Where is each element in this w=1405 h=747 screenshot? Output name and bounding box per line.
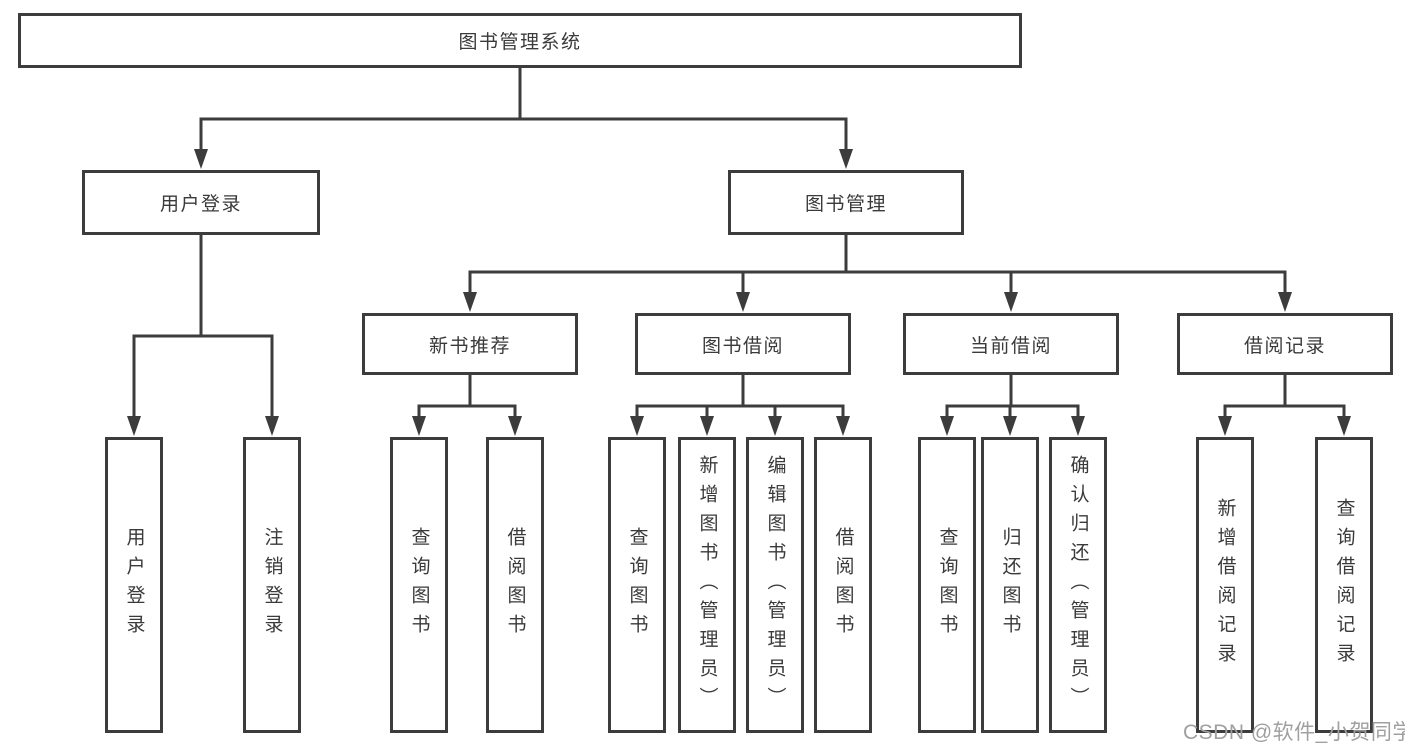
leaf-confirm-return-admin: 确认归还（管理员） xyxy=(1049,437,1107,733)
node-book-management: 图书管理 xyxy=(728,170,964,235)
leaf-query-books-borrowing-label: 查询图书 xyxy=(626,527,648,643)
leaf-query-borrow-record-label: 查询借阅记录 xyxy=(1333,498,1355,672)
leaf-borrow-books-borrowing-label: 借阅图书 xyxy=(832,527,854,643)
leaf-user-login: 用户登录 xyxy=(105,437,163,733)
leaf-query-books-recommend-label: 查询图书 xyxy=(408,527,430,643)
node-root: 图书管理系统 xyxy=(18,13,1022,68)
leaf-add-borrow-record: 新增借阅记录 xyxy=(1196,437,1254,733)
leaf-query-books-current-label: 查询图书 xyxy=(936,527,958,643)
arrowheads xyxy=(127,149,1351,436)
leaf-borrow-books-borrowing: 借阅图书 xyxy=(814,437,872,733)
leaf-query-books-current: 查询图书 xyxy=(918,437,976,733)
leaf-logout-label: 注销登录 xyxy=(261,527,283,643)
leaf-query-books-borrowing: 查询图书 xyxy=(608,437,666,733)
node-current-borrowing: 当前借阅 xyxy=(903,313,1119,375)
node-book-borrowing: 图书借阅 xyxy=(635,313,851,375)
node-user-login: 用户登录 xyxy=(82,170,320,235)
leaf-edit-books-admin-label: 编辑图书（管理员） xyxy=(764,454,786,716)
leaf-return-books-label: 归还图书 xyxy=(999,527,1021,643)
leaf-query-books-recommend: 查询图书 xyxy=(390,437,448,733)
leaf-add-books-admin-label: 新增图书（管理员） xyxy=(696,454,718,716)
leaf-confirm-return-admin-label: 确认归还（管理员） xyxy=(1067,454,1089,716)
leaf-edit-books-admin: 编辑图书（管理员） xyxy=(746,437,804,733)
node-new-book-recommend: 新书推荐 xyxy=(362,313,578,375)
leaf-query-borrow-record: 查询借阅记录 xyxy=(1315,437,1373,733)
leaf-add-borrow-record-label: 新增借阅记录 xyxy=(1214,498,1236,672)
leaf-logout: 注销登录 xyxy=(243,437,301,733)
leaf-borrow-books-recommend: 借阅图书 xyxy=(486,437,544,733)
leaf-return-books: 归还图书 xyxy=(981,437,1039,733)
node-borrow-records: 借阅记录 xyxy=(1177,313,1393,375)
leaf-borrow-books-recommend-label: 借阅图书 xyxy=(504,527,526,643)
leaf-user-login-label: 用户登录 xyxy=(123,527,145,643)
csdn-watermark: CSDN @软件_小贺同学 xyxy=(1183,721,1405,744)
leaf-add-books-admin: 新增图书（管理员） xyxy=(678,437,736,733)
